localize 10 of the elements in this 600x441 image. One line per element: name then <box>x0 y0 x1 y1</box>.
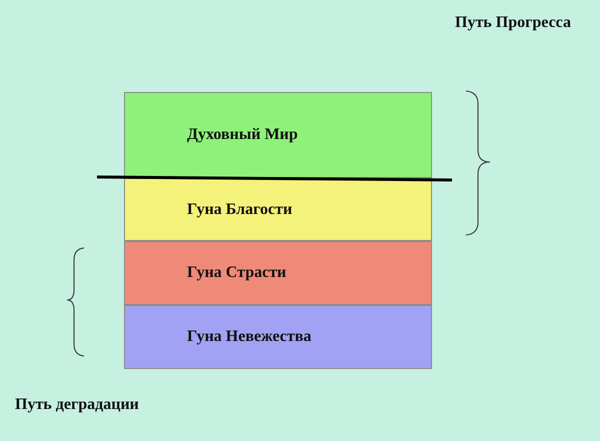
band-label: Гуна Невежества <box>187 328 312 346</box>
layer-band <box>124 305 432 369</box>
path-label: Путь деградации <box>15 396 139 414</box>
path-label: Путь Прогресса <box>455 14 571 32</box>
layer-band <box>124 92 432 178</box>
band-label: Гуна Страсти <box>187 264 286 282</box>
layer-band <box>124 178 432 241</box>
band-label: Гуна Благости <box>187 200 292 218</box>
band-label: Духовный Мир <box>187 126 298 144</box>
layer-band <box>124 241 432 305</box>
